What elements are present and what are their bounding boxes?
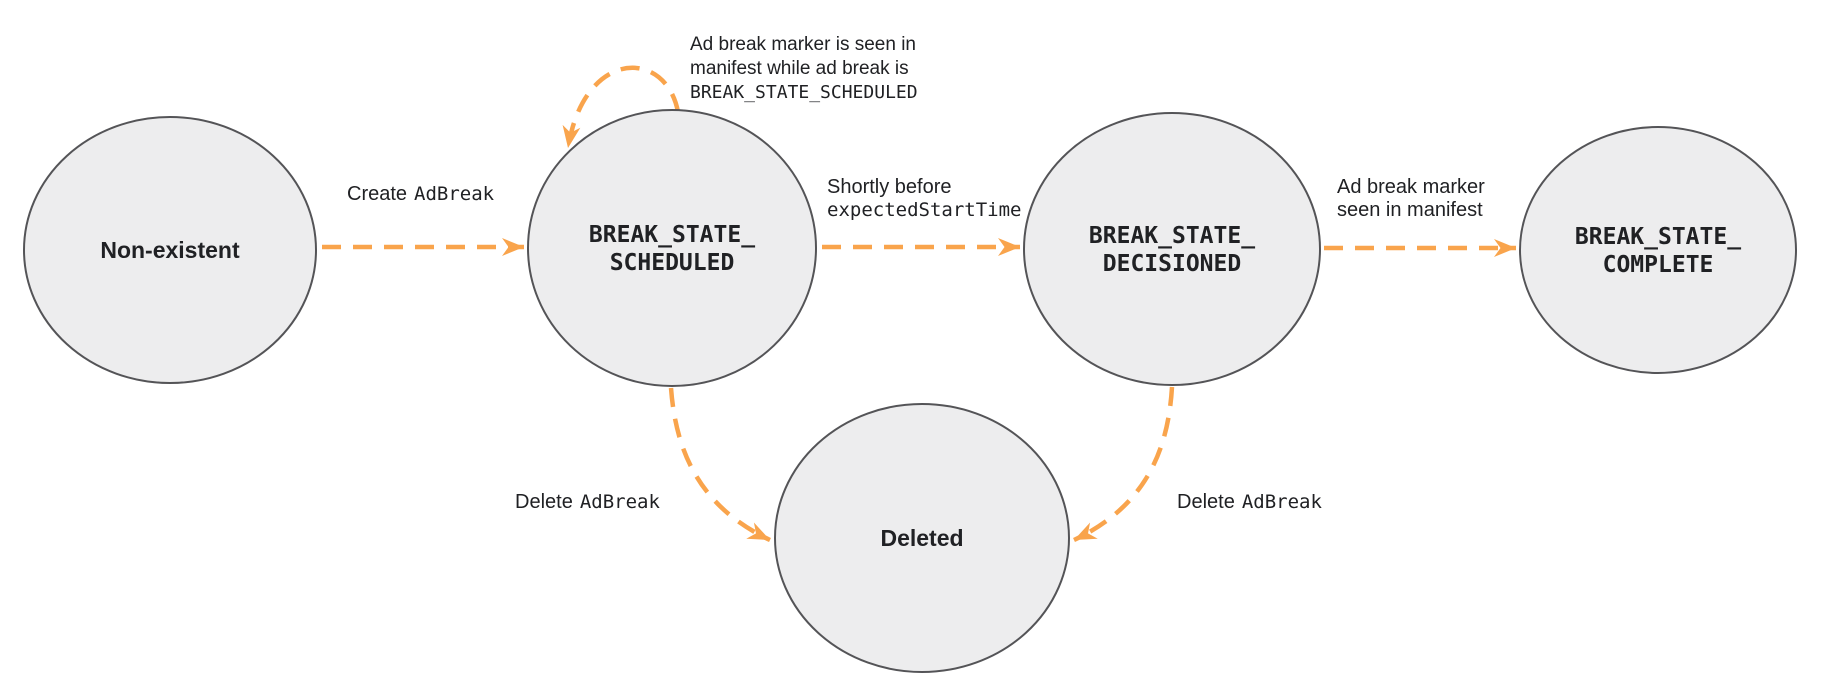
state-break-state-decisioned: BREAK_STATE_ DECISIONED: [1023, 112, 1321, 386]
label-create-adbreak: Create AdBreak: [347, 183, 495, 205]
state-circle-scheduled: [527, 109, 817, 387]
label-marker-seen: Ad break marker seen in manifest: [1337, 176, 1485, 221]
state-circle-complete: [1519, 126, 1797, 374]
state-label-non-existent: Non-existent: [100, 237, 240, 263]
state-label-decisioned-line2: DECISIONED: [1103, 251, 1241, 277]
state-non-existent: Non-existent: [23, 116, 317, 384]
label-delete-adbreak-right: Delete AdBreak: [1177, 491, 1322, 513]
state-label-decisioned-line1: BREAK_STATE_: [1089, 223, 1255, 249]
state-label-complete-line2: COMPLETE: [1603, 252, 1714, 278]
label-self-loop-line2: manifest while ad break is: [690, 58, 909, 79]
label-to-decisioned-line2-code: expectedStartTime: [827, 199, 1021, 221]
label-create-code: AdBreak: [414, 183, 495, 205]
label-to-decisioned-line1: Shortly before: [827, 176, 952, 198]
arrow-decisioned-to-deleted: [1073, 386, 1175, 543]
label-delete-right-code: AdBreak: [1242, 491, 1323, 513]
state-break-state-complete: BREAK_STATE_ COMPLETE: [1519, 126, 1797, 374]
state-deleted: Deleted: [774, 403, 1070, 673]
label-create-text: Create: [347, 183, 407, 205]
label-self-loop-line1: Ad break marker is seen in: [690, 34, 916, 55]
state-circle-non-existent: [23, 116, 317, 384]
label-to-complete-line2: seen in manifest: [1337, 199, 1483, 221]
label-self-loop-line3-code: BREAK_STATE_SCHEDULED: [690, 82, 918, 103]
state-label-deleted: Deleted: [880, 525, 963, 551]
label-self-loop: Ad break marker is seen in manifest whil…: [690, 34, 918, 103]
arrow-scheduled-to-deleted: [668, 387, 771, 543]
label-shortly-before: Shortly before expectedStartTime: [827, 176, 1021, 221]
label-to-complete-line1: Ad break marker: [1337, 176, 1485, 198]
label-delete-left-code: AdBreak: [580, 491, 661, 513]
arrow-self-loop-scheduled: [562, 65, 681, 149]
label-delete-right-text: Delete: [1177, 491, 1235, 513]
label-delete-adbreak-left: Delete AdBreak: [515, 491, 660, 513]
state-circle-deleted: [774, 403, 1070, 673]
state-label-complete-line1: BREAK_STATE_: [1575, 224, 1741, 250]
state-label-scheduled-line2: SCHEDULED: [610, 250, 735, 276]
state-circle-decisioned: [1023, 112, 1321, 386]
state-label-scheduled-line1: BREAK_STATE_: [589, 222, 755, 248]
label-delete-left-text: Delete: [515, 491, 573, 513]
state-break-state-scheduled: BREAK_STATE_ SCHEDULED: [527, 109, 817, 387]
